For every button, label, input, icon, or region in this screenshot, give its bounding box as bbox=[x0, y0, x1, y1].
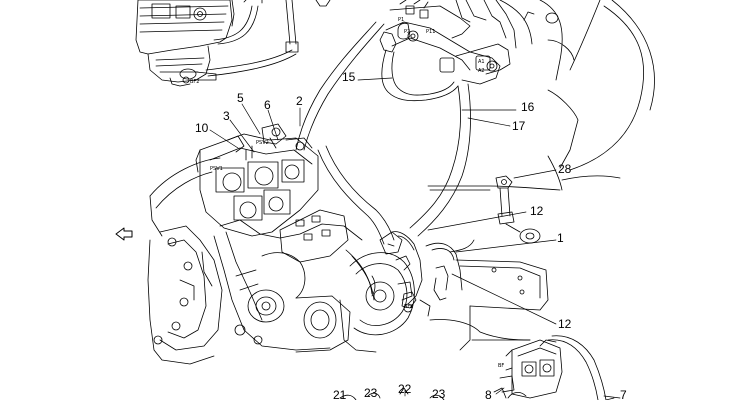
port-label-a2: A2 bbox=[478, 68, 485, 74]
port-label-a1: A1 bbox=[478, 59, 485, 65]
port-label-bf2-low: BF2 bbox=[404, 304, 414, 310]
callout-28: 28 bbox=[558, 162, 572, 176]
callout-21: 21 bbox=[333, 388, 347, 400]
port-label-p11: P11 bbox=[426, 29, 436, 35]
support-rod bbox=[495, 175, 541, 244]
callout-16: 16 bbox=[521, 100, 535, 114]
pilot-control-valve bbox=[315, 0, 511, 85]
flywheel-housing bbox=[339, 231, 415, 353]
leader-lines bbox=[209, 77, 615, 400]
callout-7: 7 bbox=[620, 388, 627, 400]
callout-17: 17 bbox=[512, 119, 526, 133]
callout-3: 3 bbox=[223, 109, 230, 123]
callout-23-right: 23 bbox=[432, 387, 446, 400]
direction-arrow-icon bbox=[115, 227, 133, 241]
callout-5: 5 bbox=[237, 91, 244, 105]
pilot-hoses bbox=[295, 21, 561, 245]
travel-motor-detail bbox=[135, 0, 235, 87]
callout-8: 8 bbox=[485, 388, 492, 400]
bottom-small-parts bbox=[339, 387, 445, 400]
port-label-bf2-top: BF2 bbox=[190, 79, 200, 85]
callout-10: 10 bbox=[195, 121, 209, 135]
bottom-right-valve bbox=[493, 335, 621, 400]
top-left-hoses bbox=[195, 0, 299, 81]
port-label-bf: BF bbox=[498, 363, 505, 369]
callout-12-lower: 12 bbox=[558, 317, 572, 331]
callout-1: 1 bbox=[557, 231, 564, 245]
port-label-p2: P2 bbox=[404, 29, 411, 35]
callout-22: 22 bbox=[398, 382, 412, 396]
port-label-psv2: PSV2 bbox=[256, 140, 269, 146]
callout-2: 2 bbox=[296, 94, 303, 108]
port-label-p1: P1 bbox=[398, 17, 405, 23]
frame-bracket bbox=[391, 231, 549, 351]
engine-housing bbox=[147, 157, 375, 365]
callout-15: 15 bbox=[342, 70, 356, 84]
callout-23-left: 23 bbox=[364, 386, 378, 400]
callout-12-upper: 12 bbox=[530, 204, 544, 218]
main-pump-assembly bbox=[195, 123, 319, 237]
callout-6: 6 bbox=[264, 98, 271, 112]
top-right-structure bbox=[455, 0, 655, 191]
port-label-psv1: PSV1 bbox=[210, 166, 223, 172]
